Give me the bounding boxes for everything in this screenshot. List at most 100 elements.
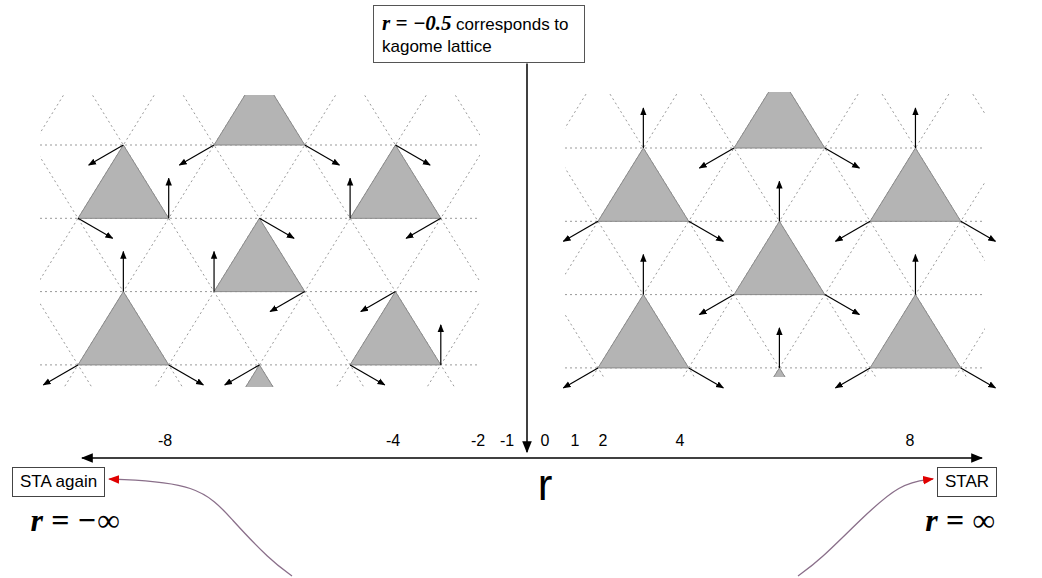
- spin-arrow: [361, 292, 396, 312]
- spin-arrow: [563, 368, 598, 388]
- spin-arrow: [168, 178, 169, 218]
- lattice-line: [40, 95, 169, 387]
- lattice-line: [350, 95, 480, 387]
- spin-arrow: [89, 145, 124, 165]
- lattice-line: [565, 92, 985, 377]
- tick-label: -1: [500, 432, 514, 450]
- tick-label: 0: [541, 432, 550, 450]
- kagome-triangle: [734, 92, 825, 148]
- lattice-line: [565, 92, 961, 377]
- node-text: r = −0.5: [382, 11, 452, 35]
- kagome-triangle: [214, 365, 305, 387]
- lattice-line: [441, 95, 480, 387]
- spin-arrow: [835, 221, 870, 241]
- lattice-line: [598, 92, 985, 377]
- tick-label: -2: [471, 432, 485, 450]
- lattice-line: [565, 92, 961, 377]
- spin-arrow: [123, 252, 124, 292]
- node-text: STA again: [20, 472, 97, 491]
- lattice-line: [40, 95, 480, 387]
- lattice-line: [40, 95, 169, 387]
- lattice-line: [169, 95, 480, 387]
- lattice-line: [40, 95, 78, 387]
- lattice-line: [40, 95, 78, 387]
- spin-arrow: [825, 295, 860, 315]
- lattice-line: [40, 95, 480, 387]
- lattice-line: [565, 92, 985, 377]
- lattice-line: [689, 92, 985, 377]
- spin-arrow: [915, 108, 916, 148]
- tick-label: 2: [599, 432, 608, 450]
- spin-arrow: [350, 365, 385, 385]
- lattice-line: [565, 92, 985, 377]
- spin-arrow: [825, 148, 860, 168]
- spin-arrow: [305, 145, 340, 165]
- kagome-triangle: [870, 148, 961, 221]
- spin-arrow: [689, 368, 724, 388]
- spin-arrow: [835, 368, 870, 388]
- lattice-line: [689, 92, 985, 377]
- callout-box: r = −0.5 corresponds to kagome lattice: [373, 5, 585, 63]
- kagome-triangle: [350, 145, 441, 218]
- kagome-triangle: [598, 295, 689, 368]
- limit-box: STA again: [12, 467, 105, 497]
- lattice-line: [565, 92, 598, 377]
- tick-label: 1: [571, 432, 580, 450]
- pointer-arrow: [526, 64, 528, 453]
- spin-arrow: [643, 255, 644, 295]
- limit-arrow: [798, 479, 933, 576]
- limit-arrow: [109, 479, 292, 576]
- spin-arrow: [440, 325, 441, 365]
- tick-label: 4: [676, 432, 685, 450]
- tick-label: -4: [386, 432, 400, 450]
- lattice-line: [961, 92, 985, 377]
- lattice-line: [565, 92, 870, 377]
- kagome-triangle: [214, 95, 305, 145]
- node-text: STAR: [945, 472, 989, 491]
- kagome-triangle: [78, 145, 169, 218]
- leader-arrows: [109, 64, 933, 577]
- lattice-line: [441, 95, 480, 387]
- spin-arrow: [915, 255, 916, 295]
- lattice-line: [565, 92, 985, 377]
- lattice-line: [40, 95, 480, 387]
- lattice-line: [565, 92, 985, 377]
- lattice-line: [961, 92, 985, 377]
- lattice-line: [565, 92, 689, 377]
- limit-box: STAR: [937, 467, 997, 497]
- lattice-line: [40, 95, 480, 387]
- spin-arrow: [406, 218, 441, 238]
- kagome-triangle: [214, 218, 305, 291]
- kagome-triangle: [78, 292, 169, 365]
- spin-arrow: [270, 292, 305, 312]
- lattice-line: [169, 95, 480, 387]
- kagome-triangle: [598, 148, 689, 221]
- spin-arrow: [225, 365, 260, 385]
- lattice-line: [40, 95, 480, 387]
- lattice-line: [78, 95, 480, 387]
- spin-arrow: [961, 368, 996, 388]
- spin-arrow: [699, 295, 734, 315]
- lattice-line: [565, 92, 870, 377]
- spin-arrow: [179, 145, 214, 165]
- lattice-line: [565, 92, 689, 377]
- spin-arrow: [563, 221, 598, 241]
- lattice-line: [40, 95, 441, 387]
- spin-arrow: [43, 365, 78, 385]
- kagome-triangle: [734, 221, 825, 294]
- lattice-line: [870, 92, 985, 377]
- tick-label: -8: [158, 432, 172, 450]
- axis-label: r: [538, 460, 553, 510]
- spin-arrow: [78, 218, 113, 238]
- spin-arrow: [169, 365, 204, 385]
- kagome-triangle: [350, 292, 441, 365]
- lattice-line: [40, 95, 350, 387]
- kagome-triangle: [734, 368, 825, 377]
- lattice-line: [565, 92, 985, 377]
- lattice-line: [40, 95, 441, 387]
- spin-arrow: [213, 252, 214, 292]
